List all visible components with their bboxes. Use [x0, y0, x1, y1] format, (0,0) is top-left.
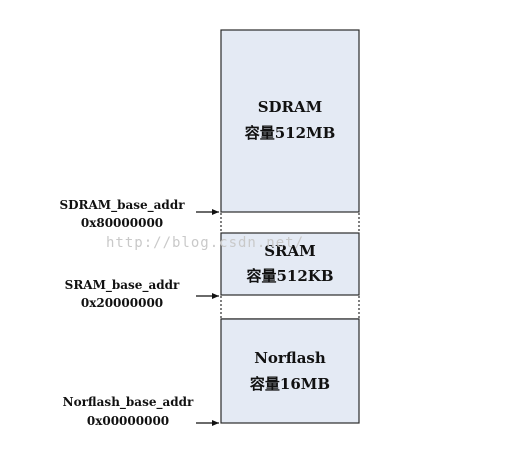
sdram-base-addr-label: SDRAM_base_addr: [59, 198, 185, 213]
norflash-block: [220, 318, 360, 424]
sram-base-addr-value: 0x20000000: [81, 296, 163, 310]
sdram-capacity: 容量512MB: [244, 124, 336, 142]
sdram-title: SDRAM: [258, 98, 323, 116]
sram-title: SRAM: [264, 242, 316, 260]
norflash-base-addr-value: 0x00000000: [87, 414, 169, 428]
sdram-block: [220, 29, 360, 213]
norflash-title: Norflash: [254, 349, 326, 367]
sram-base-addr-label: SRAM_base_addr: [65, 278, 180, 293]
sram-block: [220, 232, 360, 296]
sram-capacity: 容量512KB: [245, 267, 333, 285]
sdram-base-addr-value: 0x80000000: [81, 216, 163, 230]
norflash-capacity: 容量16MB: [249, 375, 330, 393]
norflash-base-addr-label: Norflash_base_addr: [63, 395, 194, 410]
watermark-text: http://blog.csdn.net/: [106, 235, 304, 251]
